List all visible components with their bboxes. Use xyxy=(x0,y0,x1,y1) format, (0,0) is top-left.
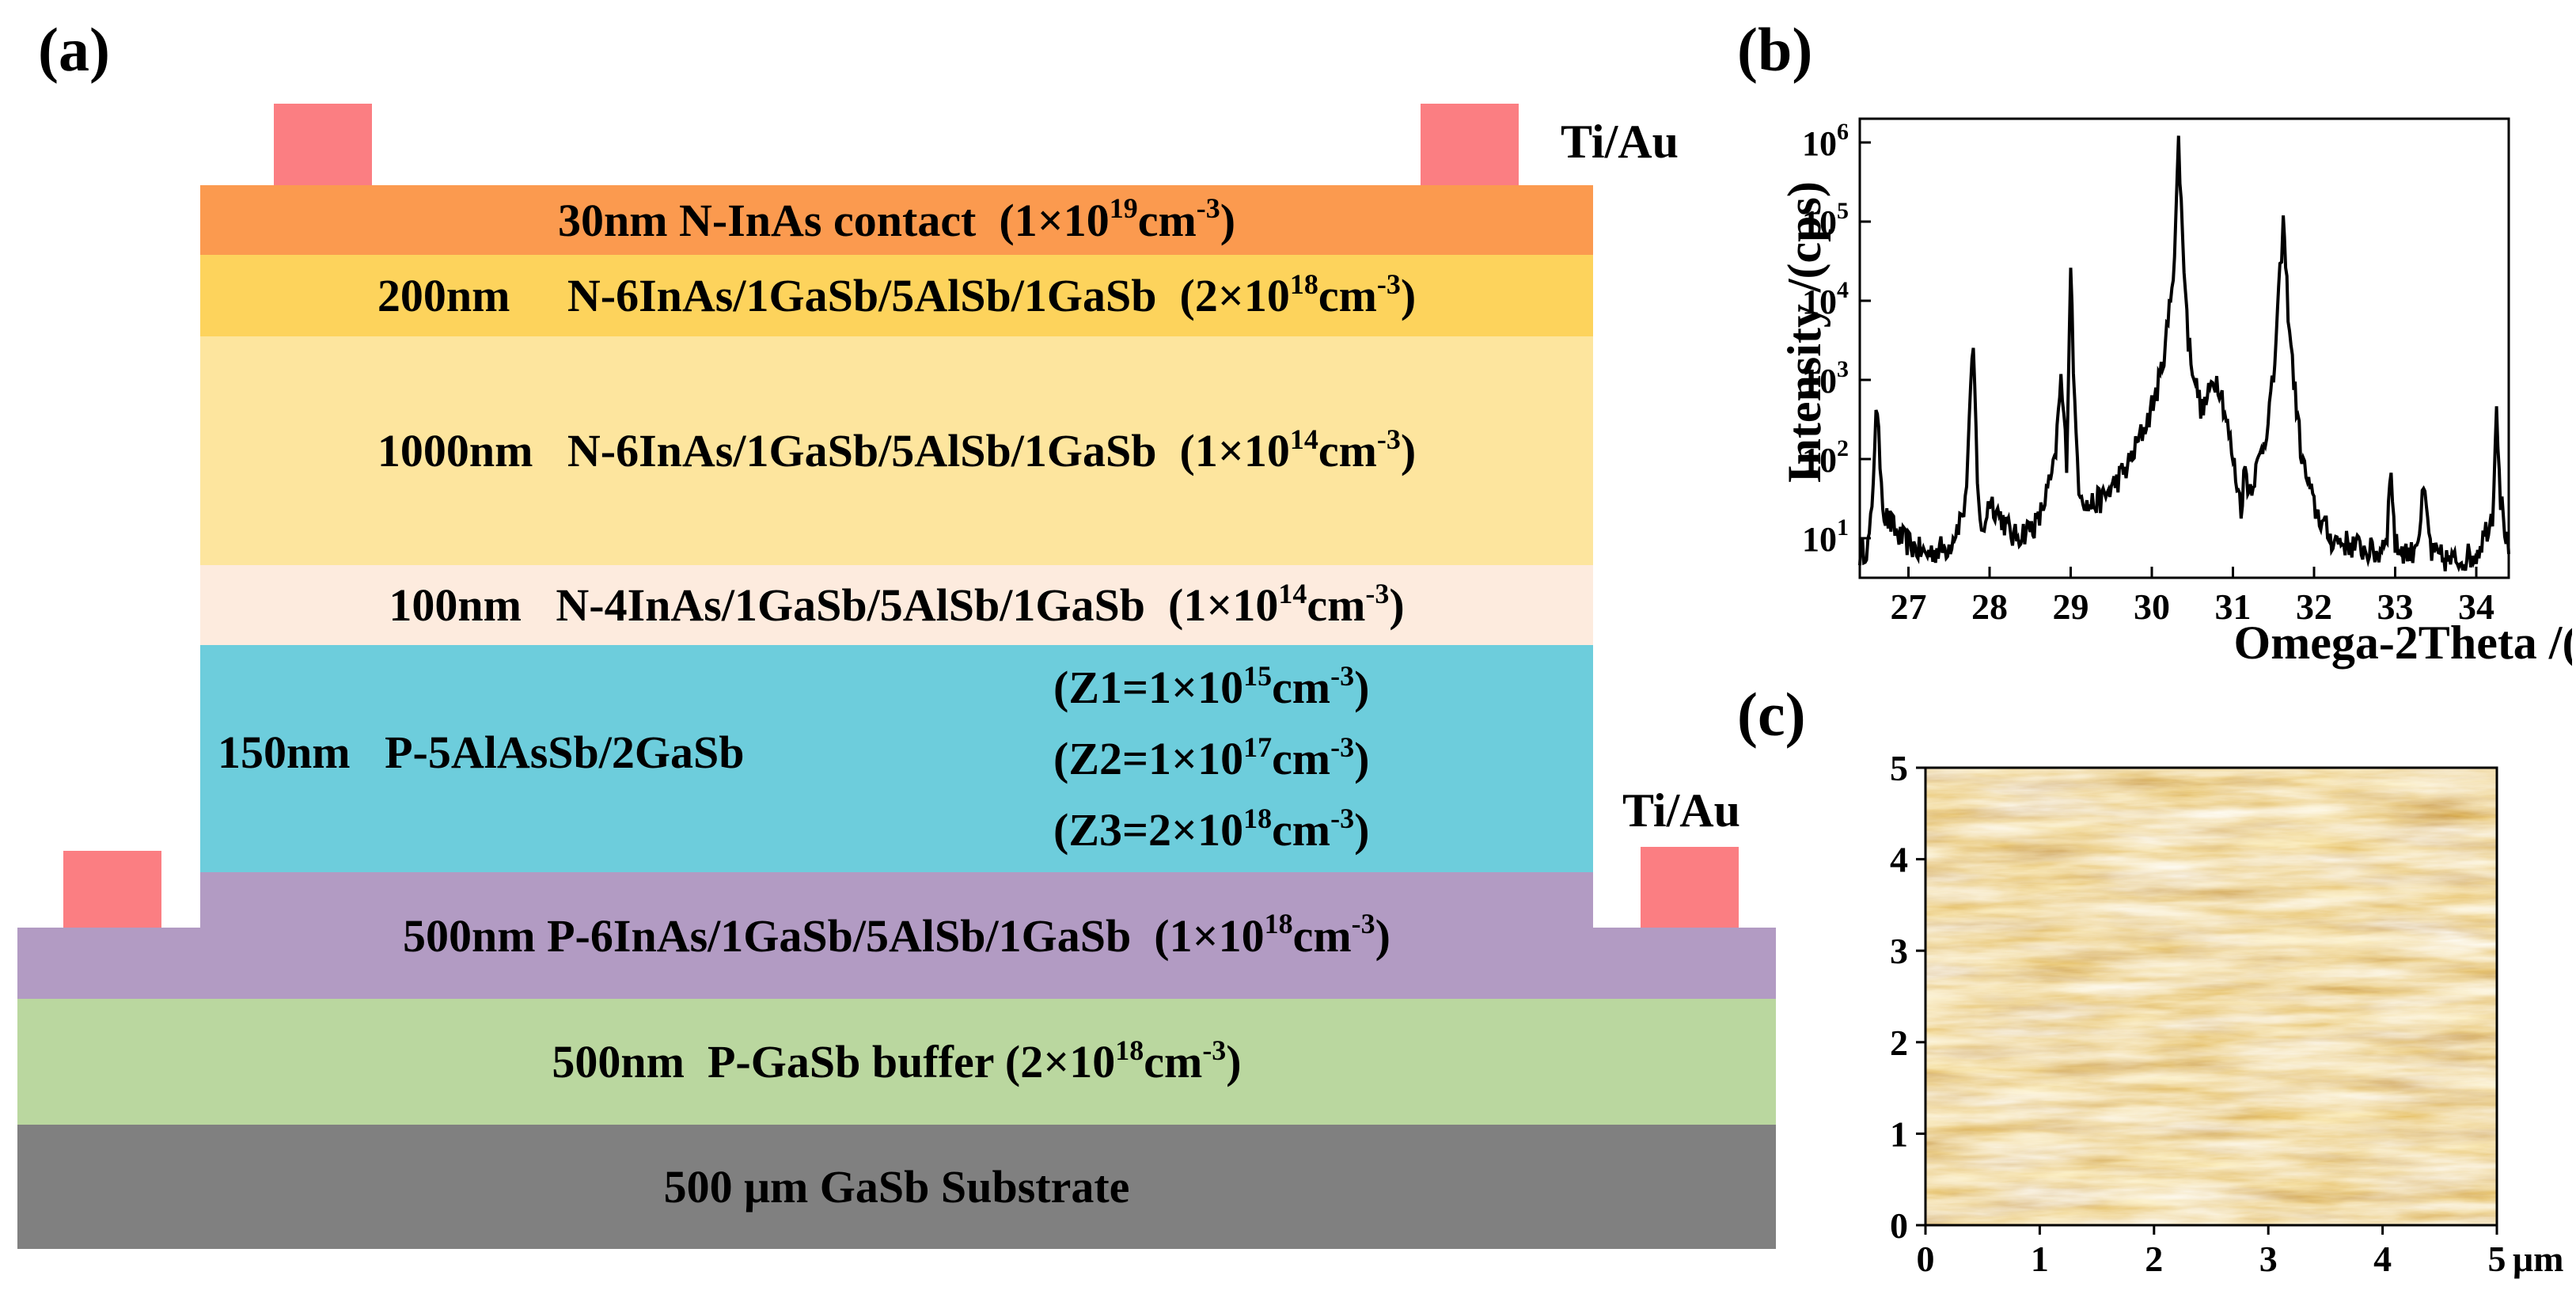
afm-x-tick-label: 0 xyxy=(1917,1239,1935,1279)
layer-label: 200nm N-6InAs/1GaSb/5AlSb/1GaSb (2×1018c… xyxy=(377,268,1417,321)
xrd-axes: 27 28 29 30 31 32 33 34 101 102 103 104 105 106 xyxy=(1802,117,2510,627)
xrd-y-tick-label: 101 xyxy=(1802,514,1849,559)
afm-y-tick-label: 0 xyxy=(1890,1205,1908,1246)
xrd-x-axis-label: Omega-2Theta /(deg) xyxy=(2234,617,2572,669)
layer-label: 500nm P-6InAs/1GaSb/5AlSb/1GaSb (1×1018c… xyxy=(403,908,1390,962)
xrd-y-axis-label: Intensity /(cps) xyxy=(1778,181,1831,484)
layer-n-sl-100nm: 100nm N-4InAs/1GaSb/5AlSb/1GaSb (1×1014c… xyxy=(200,565,1593,645)
layer-p-gasb-buffer: 500nm P-GaSb buffer (2×1018cm-3) xyxy=(17,999,1776,1125)
layer-label: 500 μm GaSb Substrate xyxy=(663,1161,1130,1213)
afm-y-tick-label: 3 xyxy=(1890,931,1908,971)
panel-label-c: (c) xyxy=(1737,680,1806,749)
top-contact-left xyxy=(274,104,372,185)
afm-y-tick-label: 5 xyxy=(1890,748,1908,788)
xrd-x-tick-label: 34 xyxy=(2458,586,2494,627)
metal-label-bottom: Ti/Au xyxy=(1622,784,1740,837)
xrd-y-tick-label: 106 xyxy=(1802,119,1849,163)
layer-label: 100nm N-4InAs/1GaSb/5AlSb/1GaSb (1×1014c… xyxy=(389,577,1405,631)
xrd-x-tick-label: 28 xyxy=(1971,586,2008,627)
doping-z1: (Z1=1×1015cm-3) xyxy=(1053,659,1370,713)
xrd-x-tick-label: 32 xyxy=(2296,586,2332,627)
layer-p-sl-500nm-mesa xyxy=(200,872,1593,928)
xrd-plot-frame xyxy=(1858,117,2510,579)
afm-x-tick-label: 4 xyxy=(2373,1239,2392,1279)
xrd-x-tick-label: 30 xyxy=(2134,586,2170,627)
layer-n-sl-200nm: 200nm N-6InAs/1GaSb/5AlSb/1GaSb (2×1018c… xyxy=(200,255,1593,336)
xrd-series-line xyxy=(1858,135,2510,573)
layer-p-sl-500nm xyxy=(17,928,1776,999)
layer-label: 30nm N-InAs contact (1×1019cm-3) xyxy=(557,192,1236,246)
doping-z2: (Z2=1×1017cm-3) xyxy=(1053,731,1370,784)
xrd-y-tick-label: 103 xyxy=(1802,356,1849,400)
layer-p-sl-500nm-label-wrap: 500nm P-6InAs/1GaSb/5AlSb/1GaSb (1×1018c… xyxy=(17,872,1776,999)
panel-label-b: (b) xyxy=(1737,15,1813,84)
xrd-x-tick-label: 31 xyxy=(2215,586,2252,627)
panel-label-a: (a) xyxy=(38,15,110,84)
afm-x-unit: μm xyxy=(2513,1239,2563,1279)
afm-frame xyxy=(1924,766,2498,1227)
top-contact-right xyxy=(1421,104,1519,185)
metal-label-top: Ti/Au xyxy=(1561,116,1679,168)
bottom-contact-right xyxy=(1641,847,1739,928)
afm-x-tick-label: 3 xyxy=(2259,1239,2278,1279)
afm-x-tick-label: 2 xyxy=(2145,1239,2163,1279)
afm-y-tick-label: 4 xyxy=(1890,840,1908,880)
afm-x-tick-label: 1 xyxy=(2031,1239,2049,1279)
layer-label: 1000nm N-6InAs/1GaSb/5AlSb/1GaSb (1×1014… xyxy=(377,423,1417,476)
layer-label: 500nm P-GaSb buffer (2×1018cm-3) xyxy=(552,1034,1242,1087)
layer-p-alassb-150nm: 150nm P-5AlAsSb/2GaSb (Z1=1×1015cm-3) (Z… xyxy=(200,645,1593,872)
layer-label: 150nm P-5AlAsSb/2GaSb xyxy=(218,727,745,778)
layer-n-inas-contact: 30nm N-InAs contact (1×1019cm-3) xyxy=(200,185,1593,255)
layer-n-sl-1000nm: 1000nm N-6InAs/1GaSb/5AlSb/1GaSb (1×1014… xyxy=(200,336,1593,565)
xrd-y-tick-label: 104 xyxy=(1802,277,1849,321)
xrd-x-tick-label: 29 xyxy=(2053,586,2089,627)
xrd-y-tick-label: 102 xyxy=(1802,435,1849,480)
bottom-contact-left xyxy=(63,851,161,928)
layer-gasb-substrate: 500 μm GaSb Substrate xyxy=(17,1125,1776,1249)
xrd-chart: 27 28 29 30 31 32 33 34 101 102 103 104 105 106 Omega… xyxy=(1778,117,2572,669)
afm-y-tick-label: 1 xyxy=(1890,1114,1908,1154)
xrd-x-tick-label: 33 xyxy=(2377,586,2414,627)
doping-z3: (Z3=2×1018cm-3) xyxy=(1053,802,1370,856)
xrd-x-tick-label: 27 xyxy=(1891,586,1927,627)
afm-x-tick-label: 5 xyxy=(2488,1239,2506,1279)
afm-y-tick-label: 2 xyxy=(1890,1023,1908,1063)
afm-height-map xyxy=(1925,768,2497,1225)
xrd-y-tick-label: 105 xyxy=(1802,198,1849,242)
